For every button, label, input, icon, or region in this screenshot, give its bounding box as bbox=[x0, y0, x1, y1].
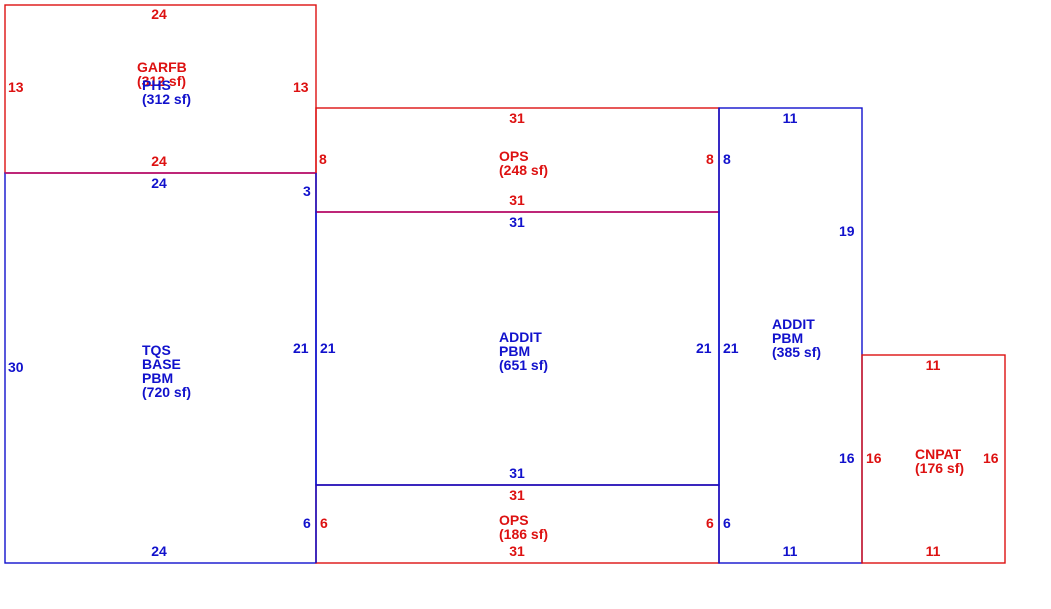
dim-cnpat-left: 16 bbox=[866, 450, 882, 466]
area-label-cnpat: CNPAT (176 sf) bbox=[915, 446, 965, 476]
dim-tqs-right-mid: 21 bbox=[293, 340, 309, 356]
dim-ops-top-top: 31 bbox=[509, 110, 525, 126]
dim-ops-bot-right: 6 bbox=[706, 515, 714, 531]
dim-garfb-right: 13 bbox=[293, 79, 309, 95]
dim-tqs-top: 24 bbox=[151, 175, 167, 191]
area-label-garfb: GARFB (312 sf) bbox=[137, 59, 191, 89]
dim-ops-bot-left: 6 bbox=[320, 515, 328, 531]
dim-addit-r-top: 11 bbox=[783, 110, 798, 126]
area-label-phs: PHS (312 sf) bbox=[142, 77, 191, 107]
dim-garfb-top: 24 bbox=[151, 6, 167, 22]
dim-ops-top-right: 8 bbox=[706, 151, 714, 167]
dim-ops-top-left: 8 bbox=[319, 151, 327, 167]
dim-tqs-left: 30 bbox=[8, 359, 24, 375]
dim-addit-c-right: 21 bbox=[696, 340, 712, 356]
dim-ops-bot-top: 31 bbox=[509, 487, 525, 503]
dim-tqs-right-upper: 3 bbox=[303, 183, 311, 199]
dim-garfb-bottom: 24 bbox=[151, 153, 167, 169]
dim-addit-r-left-mid: 21 bbox=[723, 340, 739, 356]
dim-tqs-bottom: 24 bbox=[151, 543, 167, 559]
area-label-tqs-base: TQS BASE PBM (720 sf) bbox=[142, 342, 191, 400]
dim-ops-bot-bottom: 31 bbox=[509, 543, 525, 559]
dim-addit-c-bottom: 31 bbox=[509, 465, 525, 481]
dim-tqs-right-lower: 6 bbox=[303, 515, 311, 531]
dim-ops-top-bottom: 31 bbox=[509, 192, 525, 208]
dim-addit-r-right-upper: 19 bbox=[839, 223, 855, 239]
dim-addit-r-left-lower: 6 bbox=[723, 515, 731, 531]
area-label-ops-bottom: OPS (186 sf) bbox=[499, 512, 548, 542]
area-label-addit-right: ADDIT PBM (385 sf) bbox=[772, 316, 821, 360]
dim-addit-r-right-lower: 16 bbox=[839, 450, 855, 466]
dim-garfb-left: 13 bbox=[8, 79, 24, 95]
dim-cnpat-bottom: 11 bbox=[926, 543, 941, 559]
dim-addit-r-left-upper: 8 bbox=[723, 151, 731, 167]
dim-addit-c-top: 31 bbox=[509, 214, 525, 230]
dim-addit-r-bottom: 11 bbox=[783, 543, 798, 559]
area-label-addit-center: ADDIT PBM (651 sf) bbox=[499, 329, 548, 373]
dim-cnpat-right: 16 bbox=[983, 450, 999, 466]
dim-addit-c-left: 21 bbox=[320, 340, 336, 356]
area-label-ops-top: OPS (248 sf) bbox=[499, 148, 548, 178]
dim-cnpat-top: 11 bbox=[926, 357, 941, 373]
cnpat-outline bbox=[861, 354, 1006, 564]
